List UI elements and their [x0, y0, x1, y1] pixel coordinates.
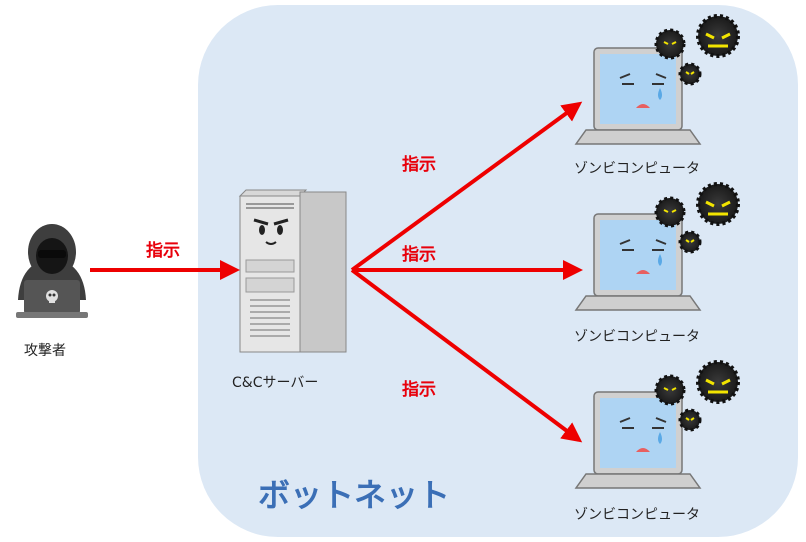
attacker-icon	[16, 224, 88, 318]
zombie-laptop-1	[574, 14, 740, 145]
arrow-server-to-zombie-3	[350, 268, 583, 443]
zombie-label-3: ゾンビコンピュータ	[574, 507, 700, 523]
server-label: C&Cサーバー	[232, 375, 319, 391]
arrow-server-to-zombie-1	[350, 101, 583, 272]
instruction-label-zombie-3: 指示	[402, 380, 436, 400]
zombie-label-1: ゾンビコンピュータ	[574, 161, 700, 177]
zombie-laptop-3	[574, 360, 740, 489]
attacker-label: 攻撃者	[24, 343, 66, 359]
zombie-laptop-2	[574, 182, 740, 311]
instruction-label-zombie-1: 指示	[402, 155, 436, 175]
instruction-label-attacker: 指示	[146, 241, 180, 261]
cc-server-icon	[238, 189, 347, 353]
instruction-label-zombie-2: 指示	[402, 245, 436, 265]
zombie-label-2: ゾンビコンピュータ	[574, 329, 700, 345]
botnet-title: ボットネット	[258, 476, 451, 514]
